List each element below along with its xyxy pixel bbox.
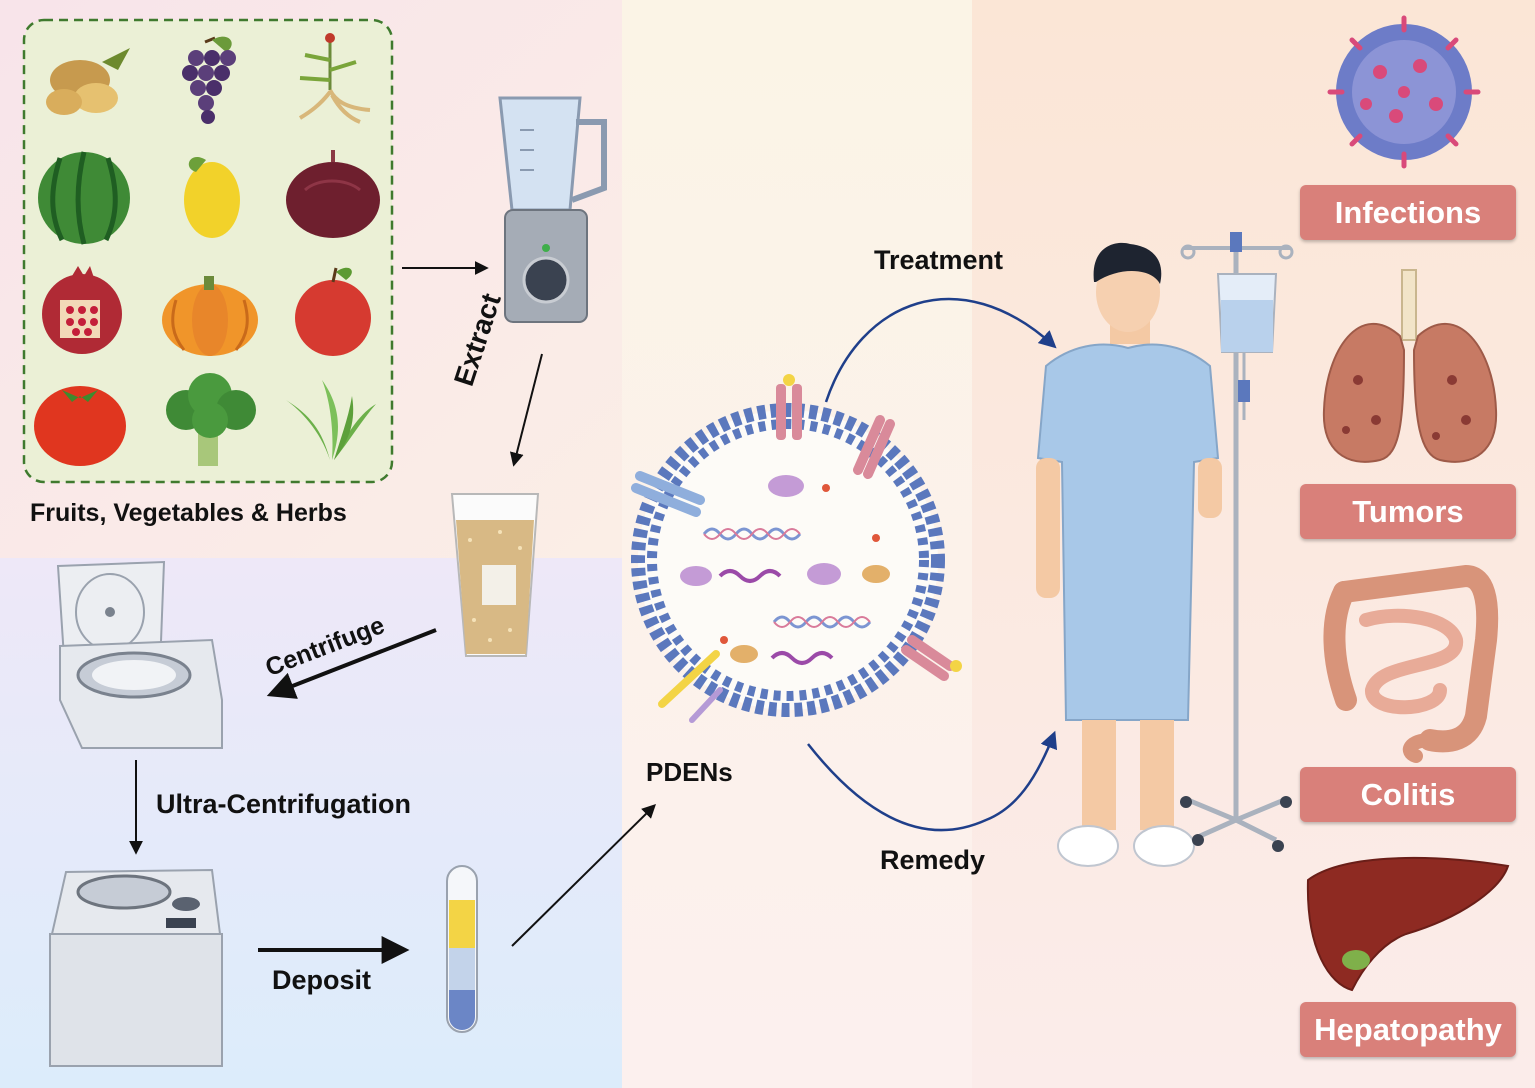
herb-root-icon (298, 33, 371, 124)
disease-colitis: Colitis (1300, 767, 1516, 822)
liver-icon (1306, 856, 1510, 992)
ultracentrifuge-icon (49, 868, 223, 1067)
blender-icon (498, 96, 607, 323)
arrow-remedy (807, 730, 1058, 832)
ultra-centrifugation-label: Ultra-Centrifugation (156, 789, 411, 819)
pomegranate-icon (42, 266, 122, 354)
treatment-label: Treatment (874, 245, 1004, 275)
broccoli-icon (166, 373, 256, 466)
deposit-label: Deposit (272, 965, 372, 995)
ginger-icon (46, 48, 130, 115)
juice-glass-icon (450, 493, 540, 657)
arrow-extract (509, 353, 543, 467)
patient-icon (1036, 242, 1222, 867)
tomato-icon (34, 386, 126, 466)
arrow-centrifuge (266, 628, 437, 699)
disease-hepatopathy: Hepatopathy (1300, 1002, 1516, 1057)
source-label: Fruits, Vegetables & Herbs (30, 499, 347, 527)
red-onion-icon (286, 150, 380, 238)
virus-icon (1327, 15, 1481, 169)
pdens-label: PDENs (646, 757, 733, 787)
pumpkin-icon (162, 276, 258, 356)
aloe-icon (286, 380, 376, 460)
disease-infections: Infections (1300, 185, 1516, 240)
test-tube-icon (446, 865, 478, 1033)
lemon-icon (184, 157, 240, 238)
disease-tumors: Tumors (1300, 484, 1516, 539)
grapes-icon (182, 36, 236, 124)
centrifuge-icon (56, 560, 223, 749)
remedy-label: Remedy (880, 845, 986, 875)
pden-vesicle-icon (631, 374, 962, 723)
produce-box (22, 18, 394, 484)
arrow-to-pdens (511, 804, 656, 947)
iv-stand-icon (1180, 232, 1294, 852)
apple-icon (295, 267, 371, 356)
arrow-treatment (824, 297, 1057, 403)
lungs-icon (1322, 269, 1498, 463)
watermelon-icon (38, 151, 130, 245)
intestine-icon (1323, 564, 1499, 763)
